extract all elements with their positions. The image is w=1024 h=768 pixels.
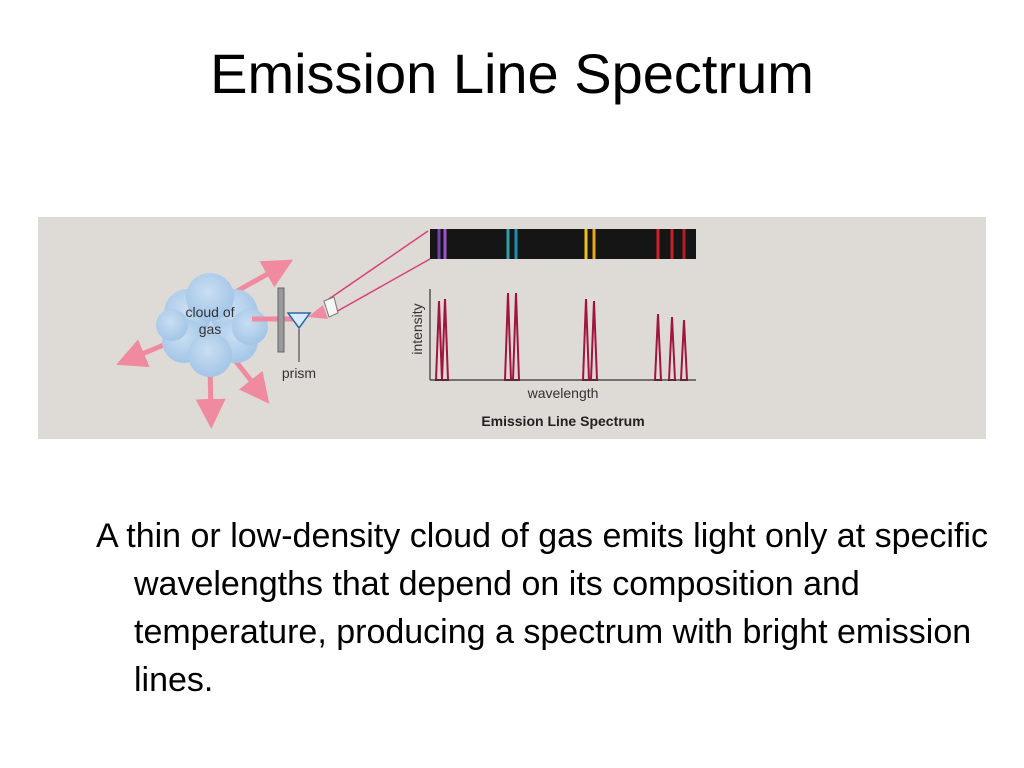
spectrum-strip bbox=[430, 229, 696, 259]
y-axis-label: intensity bbox=[409, 303, 425, 354]
emission-diagram: cloud of gas prism intensity wavelength … bbox=[38, 217, 986, 439]
spectrum-line-2 bbox=[443, 229, 447, 259]
spectrum-line-6 bbox=[592, 229, 596, 259]
spectrum-line-3 bbox=[506, 229, 510, 259]
spectrum-line-5 bbox=[584, 229, 588, 259]
dispersed-beam bbox=[308, 305, 328, 319]
light-ray-down-right bbox=[232, 357, 270, 404]
gas-cloud: cloud of gas bbox=[156, 273, 268, 377]
beam-upper-edge bbox=[325, 230, 429, 302]
slide-title: Emission Line Spectrum bbox=[210, 42, 814, 105]
cloud-label-line1: cloud of bbox=[185, 304, 234, 320]
cloud-label-line2: gas bbox=[199, 321, 222, 337]
spectrum-line-7 bbox=[656, 229, 660, 259]
spectrum-line-4 bbox=[514, 229, 518, 259]
emission-diagram-svg: cloud of gas prism intensity wavelength … bbox=[38, 217, 986, 439]
figure-caption: Emission Line Spectrum bbox=[481, 413, 644, 429]
spectrum-line-9 bbox=[682, 229, 686, 259]
beam-lower-edge bbox=[333, 258, 431, 314]
slide-body-text: A thin or low-density cloud of gas emits… bbox=[96, 517, 988, 699]
slit bbox=[277, 287, 285, 353]
prism-icon bbox=[286, 312, 312, 330]
spectrum-line-1 bbox=[437, 229, 441, 259]
spectrograph-tube bbox=[323, 296, 339, 318]
x-axis-label: wavelength bbox=[527, 385, 599, 401]
spectrum-strip-lines bbox=[437, 229, 686, 259]
prism-label: prism bbox=[282, 365, 316, 381]
spectrum-line-8 bbox=[670, 229, 674, 259]
